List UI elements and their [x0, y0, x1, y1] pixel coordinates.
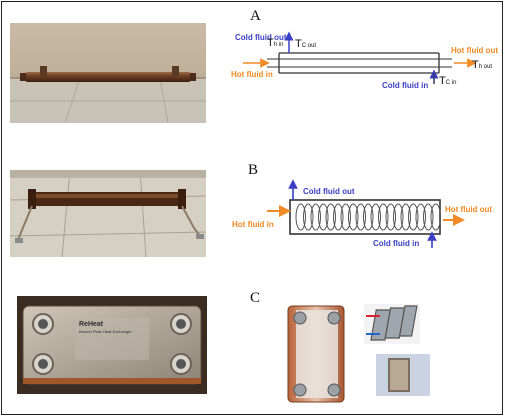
diagram-double-pipe: Cold fluid out Th in TC out Hot fluid ou… [227, 18, 502, 98]
diagram-helical-coil: Cold fluid out Hot fluid in Hot fluid ou… [227, 176, 502, 256]
tc-in-label: TC in [439, 75, 456, 87]
coil-loop [304, 204, 314, 230]
coil-loop [431, 204, 441, 230]
panel-label-c: C [250, 290, 260, 307]
brazed-plate-unit [288, 306, 344, 402]
coil-loop [371, 204, 381, 230]
tc-out-label: TC out [295, 38, 316, 50]
cold-fluid-out-label: Cold fluid out [235, 33, 287, 42]
coil-loop [364, 204, 374, 230]
coil-loop [319, 204, 329, 230]
coil-loop [424, 204, 434, 230]
coil-loop [311, 204, 321, 230]
inner-tube [267, 59, 452, 67]
coil-loop [379, 204, 389, 230]
th-out-label: Th out [472, 59, 492, 71]
outer-pipe [279, 53, 439, 73]
coil-loop [349, 204, 359, 230]
exploded-plates-view [364, 304, 420, 344]
coil-loop [394, 204, 404, 230]
coil-loop [409, 204, 419, 230]
cold-fluid-in-label: Cold fluid in [382, 81, 428, 90]
b-hot-fluid-out-label: Hot fluid out [445, 205, 492, 214]
b-hot-fluid-in-label: Hot fluid in [232, 220, 274, 229]
b-cold-fluid-in-label: Cold fluid in [373, 239, 419, 248]
plate-cross-section-view [376, 354, 430, 396]
coil-loop [341, 204, 351, 230]
coil-loop [296, 204, 306, 230]
hot-fluid-in-label: Hot fluid in [231, 70, 273, 79]
plate-exchanger-illustration [284, 300, 464, 410]
coil-loop [416, 204, 426, 230]
coil-loop [401, 204, 411, 230]
photo-helical-coil-exchanger [10, 170, 206, 257]
coil-loop [326, 204, 336, 230]
photo-plate-exchanger: ReHeat Brazed Plate Heat Exchanger [17, 296, 207, 394]
hot-fluid-out-label: Hot fluid out [451, 46, 498, 55]
plate-subtitle: Brazed Plate Heat Exchanger [79, 329, 132, 334]
helical-coil [296, 204, 441, 230]
coil-loop [334, 204, 344, 230]
plate-brand: ReHeat [79, 321, 104, 328]
b-cold-fluid-out-label: Cold fluid out [303, 187, 355, 196]
photo-double-pipe-exchanger [10, 23, 206, 123]
coil-loop [356, 204, 366, 230]
coil-loop [386, 204, 396, 230]
